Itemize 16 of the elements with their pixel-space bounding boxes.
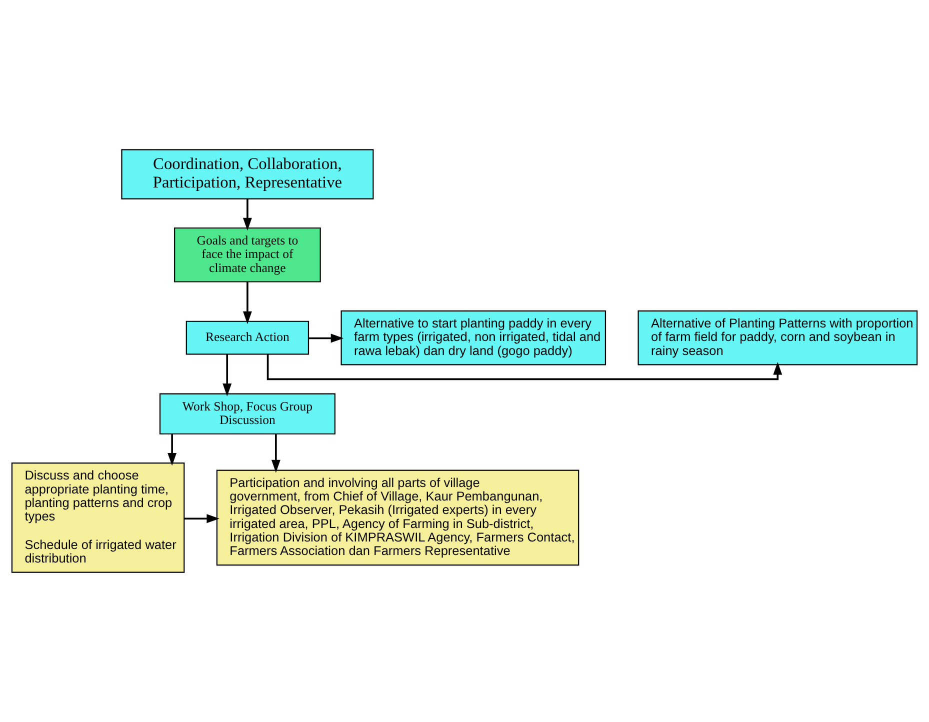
node-box: Research Action — [186, 320, 310, 355]
arrow — [184, 514, 220, 524]
node-box: Goals and targets to face the impact of climate change — [174, 227, 321, 282]
arrow — [222, 354, 232, 396]
node-box: Coordination, Collaboration, Participation, Representative — [121, 149, 374, 200]
node-box: Alternative of Planting Patterns with proportion of farm field for paddy, corn and soybean in rainy season — [638, 310, 918, 366]
arrow — [242, 198, 252, 231]
node-box: Alternative to start planting paddy in every farm types (irrigated, non irrigated, tidal and rawa lebak) dan dry land (gogo paddy) — [340, 310, 606, 366]
node-box: Discuss and choose appropriate planting time, planting patterns and crop types Schedule of irrigated water distribution — [11, 462, 185, 573]
arrow — [168, 434, 177, 466]
node-box: Participation and involving all parts of village government, from Chief of Village, Kaur Pembangunan, Irrigated Observer, Pekasih (Irrigated experts) in every irrigated area, PPL, Agency of Farming in Sub-district, Irrigation Division of KIMPRASWIL Agency, Farmers Contact, Farmers Association dan Farmers Representative — [216, 470, 580, 566]
arrow — [308, 334, 344, 343]
arrow — [266, 354, 782, 380]
arrow — [271, 434, 280, 473]
node-box: Work Shop, Focus Group Discussion — [159, 393, 336, 434]
arrow — [242, 282, 252, 324]
